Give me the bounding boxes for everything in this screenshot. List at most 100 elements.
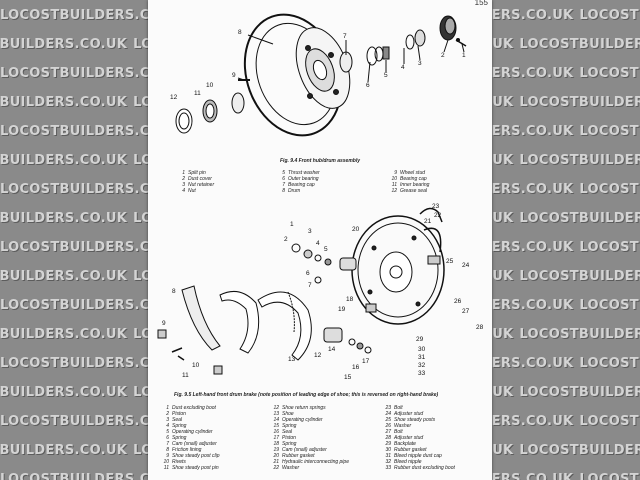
watermark-text: LOCOSTBUILDERS.CO.UK: [579, 471, 640, 480]
watermark-text: LOCOSTBUILDERS.CO.UK: [0, 123, 188, 139]
legend-text: Bolt: [394, 405, 403, 411]
legend-text: Backplate: [394, 441, 416, 447]
legend-number: 30: [385, 447, 391, 453]
callout-b5: 5: [324, 246, 328, 253]
legend-number: 12: [391, 188, 397, 194]
document-page: 155: [148, 0, 492, 480]
legend-number: 9: [166, 453, 169, 459]
legend-text: Rubber gasket: [394, 447, 427, 453]
callout-b4: 4: [316, 240, 320, 247]
watermark-text: LOCOSTBUILDERS.CO.UK: [579, 297, 640, 313]
legend-number: 13: [273, 411, 279, 417]
watermark-text: LOCOSTBUILDERS.CO.UK: [0, 239, 188, 255]
drum-brake-illustration: [157, 207, 445, 375]
watermark-text: LOCOSTBUILDERS.CO.UK: [579, 355, 640, 371]
watermark-text: LOCOSTBUILDERS.CO.UK: [579, 123, 640, 139]
legend-text: Spring: [282, 423, 297, 429]
legend-number: 33: [385, 465, 391, 471]
watermark-text: LOCOSTBUILDERS.CO.UK: [0, 181, 188, 197]
legend-text: Rubber gasket: [282, 453, 315, 459]
legend-text: Operating cylinder: [172, 429, 213, 435]
hub-drum-illustration: [175, 13, 467, 137]
legend-text: Dust cover: [188, 176, 212, 182]
legend-number: 27: [385, 429, 391, 435]
callout-1: 1: [462, 52, 466, 59]
legend-number: 26: [385, 423, 391, 429]
callout-8: 8: [238, 29, 242, 36]
legend-number: 10: [391, 176, 397, 182]
callout-10: 10: [206, 82, 214, 89]
legend-number: 5: [282, 170, 285, 176]
callout-11: 11: [194, 90, 201, 97]
watermark-text: LOCOSTBUILDERS.CO.UK: [0, 297, 188, 313]
watermark-text: LOCOSTBUILDERS.CO.UK: [579, 413, 640, 429]
callout-b15: 15: [344, 374, 352, 381]
legend-text: Shoe: [282, 411, 294, 417]
legend-number: 16: [273, 429, 279, 435]
legend-number: 32: [385, 459, 391, 465]
legend-text: Dust excluding boot: [172, 405, 216, 411]
legend-number: 11: [391, 182, 397, 188]
callout-12: 12: [170, 94, 178, 101]
callout-b30: 30: [418, 346, 426, 353]
legend-text: Drum: [288, 188, 301, 194]
callout-b2: 2: [284, 236, 288, 243]
callout-b10: 10: [192, 362, 200, 369]
page-number: 155: [474, 0, 488, 7]
legend-text: Piston: [282, 435, 296, 441]
callout-b25: 25: [446, 258, 454, 265]
legend-number: 12: [273, 405, 279, 411]
legend-text: Cam (snail) adjuster: [282, 447, 327, 453]
callout-b20: 20: [352, 226, 360, 233]
legend-number: 6: [166, 435, 169, 441]
legend-number: 25: [385, 417, 391, 423]
legend-text: Rubber dust excluding boot: [394, 465, 455, 471]
callout-b7: 7: [308, 282, 312, 289]
legend-text: Operating cylinder: [282, 417, 323, 423]
legend-number: 22: [273, 465, 279, 471]
legend-number: 28: [385, 435, 391, 441]
callout-b3: 3: [308, 228, 312, 235]
legend-text: Adjuster stud: [394, 411, 424, 417]
legend-number: 4: [166, 423, 169, 429]
legend-text: Thrust washer: [288, 170, 320, 176]
watermark-text: LOCOSTBUILDERS.CO.UK: [0, 471, 188, 480]
callout-b27: 27: [462, 308, 470, 315]
legend-number: 21: [273, 459, 279, 465]
legend-text: Split pin: [188, 170, 206, 176]
legend-number: 19: [273, 447, 279, 453]
callout-b28: 28: [476, 324, 484, 331]
legend-text: Bearing cap: [400, 176, 427, 182]
legend-text: Shoe steady post clip: [172, 453, 220, 459]
legend-number: 4: [182, 188, 185, 194]
legend-number: 2: [182, 176, 185, 182]
legend-number: 14: [273, 417, 279, 423]
legend-number: 24: [385, 411, 391, 417]
